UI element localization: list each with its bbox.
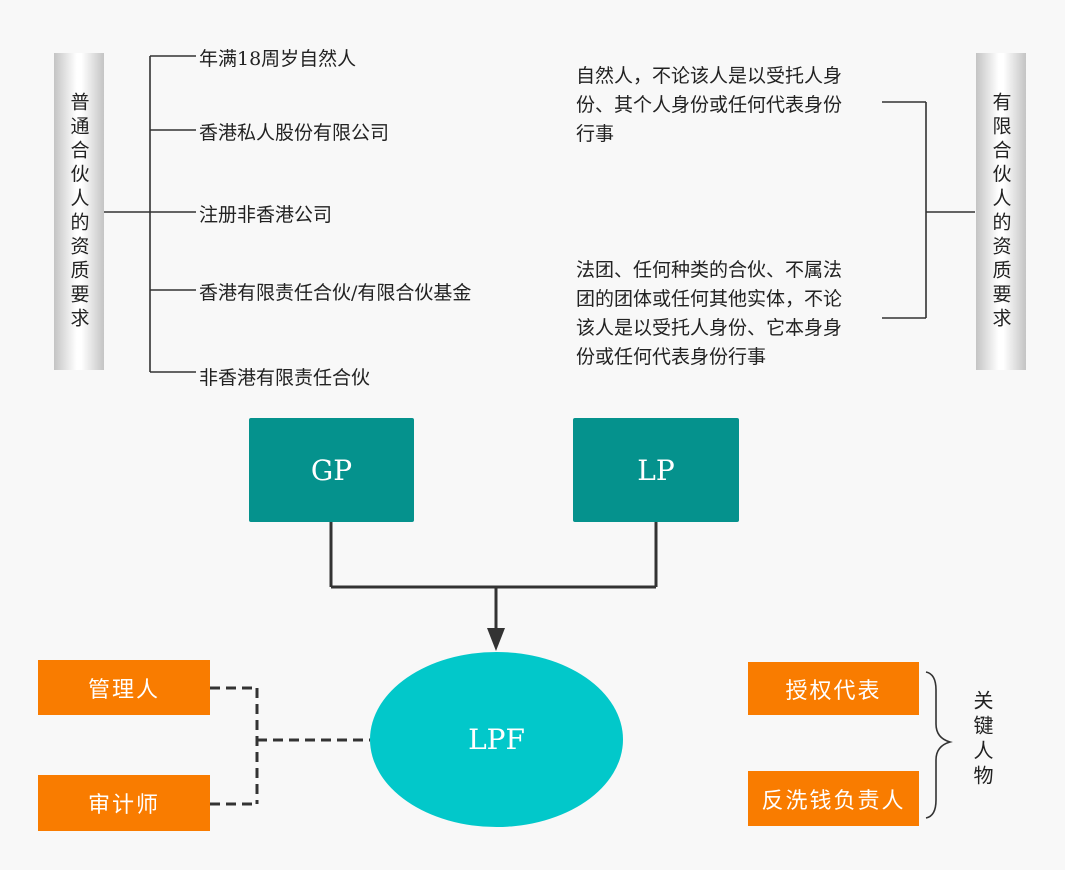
- manager-box: 管理人: [38, 660, 210, 715]
- para-line: 份或任何代表身份行事: [576, 346, 767, 368]
- para-line: 该人是以受托人身份、它本身身: [576, 317, 843, 339]
- authorized-representative-box: 授权代表: [748, 662, 919, 715]
- gp-requirement-item: 香港私人股份有限公司: [199, 122, 390, 144]
- auditor-box: 审计师: [38, 775, 210, 831]
- aml-officer-box: 反洗钱负责人: [748, 771, 919, 826]
- para-line: 法团、任何种类的合伙、不属法: [576, 259, 843, 281]
- para-line: 份、其个人身份或任何代表身份: [576, 94, 843, 116]
- lp-requirements-label: 有限合伙人的资质要求: [976, 53, 1026, 370]
- lp-requirements-title: 有限合伙人的资质要求: [989, 91, 1012, 332]
- gp-requirement-item: 香港有限责任合伙/有限合伙基金: [199, 282, 472, 304]
- gp-requirements-label: 普通合伙人的资质要求: [54, 53, 104, 370]
- key-people-label: 关键人物: [970, 690, 994, 790]
- gp-requirement-item: 注册非香港公司: [199, 204, 333, 226]
- gp-box: GP: [249, 418, 414, 522]
- para-line: 自然人，不论该人是以受托人身: [576, 65, 843, 87]
- lpf-ellipse: LPF: [370, 652, 623, 827]
- lp-requirement-natural-person: 自然人，不论该人是以受托人身 份、其个人身份或任何代表身份 行事: [576, 62, 842, 149]
- para-line: 行事: [576, 123, 615, 145]
- lp-box: LP: [573, 418, 739, 522]
- gp-requirement-item: 年满18周岁自然人: [199, 48, 357, 70]
- lp-requirement-entity: 法团、任何种类的合伙、不属法 团的团体或任何其他实体，不论 该人是以受托人身份、…: [576, 256, 842, 372]
- gp-requirement-item: 非香港有限责任合伙: [199, 367, 371, 389]
- para-line: 团的团体或任何其他实体，不论: [576, 288, 843, 310]
- gp-requirements-title: 普通合伙人的资质要求: [67, 91, 90, 332]
